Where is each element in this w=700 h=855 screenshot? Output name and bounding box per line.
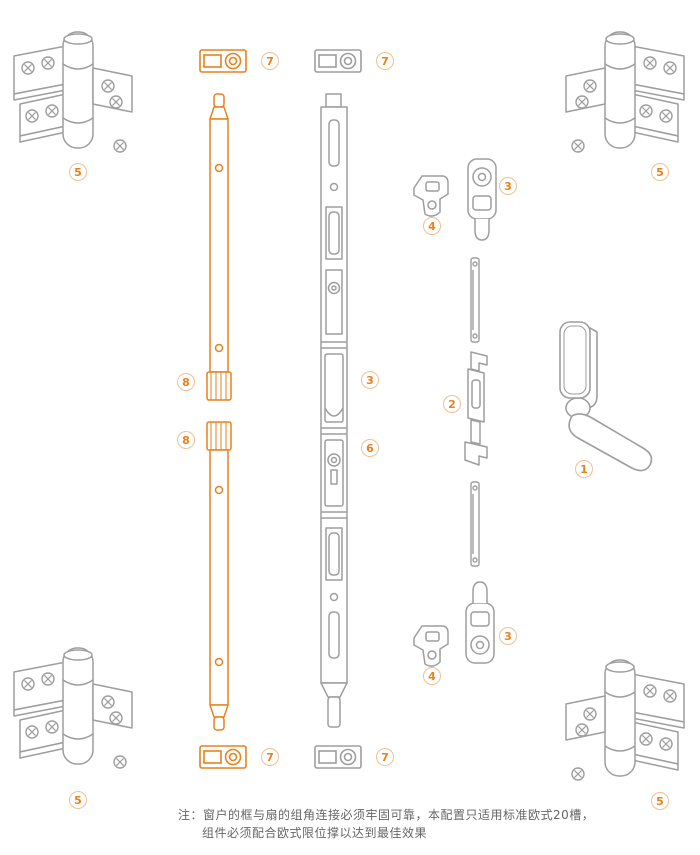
callout-cap-top-gray: 7 xyxy=(376,52,394,70)
callout-lock-bottom: 3 xyxy=(499,627,517,645)
connecting-rod-orange xyxy=(206,93,232,731)
link-strip-top xyxy=(470,257,480,343)
callout-rod-connector-upper: 8 xyxy=(177,373,195,391)
cap-top-gray xyxy=(314,49,362,73)
callout-hinge-top-right: 5 xyxy=(651,163,669,181)
callout-lock-top: 3 xyxy=(499,177,517,195)
hinge-bottom-right xyxy=(560,650,690,800)
callout-rod-connector-lower: 8 xyxy=(177,431,195,449)
window-handle xyxy=(559,321,653,472)
lock-top xyxy=(467,158,497,241)
callout-hinge-bottom-left: 5 xyxy=(69,791,87,809)
callout-corner-guide-top: 4 xyxy=(423,217,441,235)
cap-top-orange xyxy=(199,49,247,73)
callout-corner-guide-bottom: 4 xyxy=(423,667,441,685)
callout-cap-bottom-gray: 7 xyxy=(376,748,394,766)
callout-drive-rod-lower: 6 xyxy=(361,439,379,457)
callout-hinge-bottom-right: 5 xyxy=(651,792,669,810)
callout-hinge-top-left: 5 xyxy=(69,163,87,181)
corner-guide-bottom xyxy=(413,625,449,667)
corner-guide-top xyxy=(413,175,449,217)
callout-cap-bottom-orange: 7 xyxy=(261,748,279,766)
cap-bottom-orange xyxy=(199,745,247,769)
callout-corner-link: 2 xyxy=(443,395,461,413)
note-line-1: 注：窗户的框与扇的组角连接必须牢固可靠，本配置只适用标准欧式20槽， xyxy=(178,808,595,822)
link-strip-bottom xyxy=(470,481,480,567)
espagnolette-rod-gray xyxy=(320,93,348,728)
lock-bottom xyxy=(465,581,495,664)
note-line-2: 组件必须配合欧式限位撑以达到最佳效果 xyxy=(202,826,428,840)
callout-cap-top-orange: 7 xyxy=(261,52,279,70)
cap-bottom-gray xyxy=(314,745,362,769)
hinge-top-left xyxy=(8,22,138,172)
callout-handle: 1 xyxy=(575,460,593,478)
callout-drive-rod-upper: 3 xyxy=(361,371,379,389)
corner-link xyxy=(464,351,488,466)
hinge-bottom-left xyxy=(8,638,138,788)
assembly-note: 注：窗户的框与扇的组角连接必须牢固可靠，本配置只适用标准欧式20槽， 组件必须配… xyxy=(178,806,594,842)
hinge-top-right xyxy=(560,22,690,172)
